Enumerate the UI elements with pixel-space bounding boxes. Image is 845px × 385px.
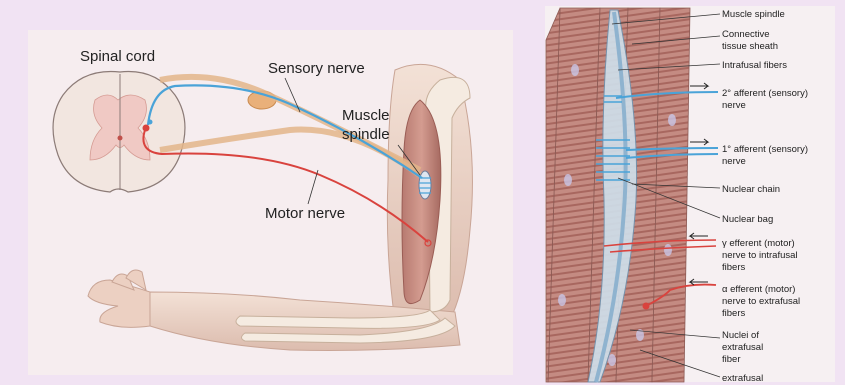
motor-neuron-body [143,125,150,132]
right-panel: Muscle spindle Connective tissue sheath … [545,6,835,384]
label-connective-2: tissue sheath [722,41,778,52]
label-secondary-2: nerve [722,100,746,111]
label-primary-1: 1° afferent (sensory) [722,144,808,155]
alpha-endplate [643,303,650,310]
label-nuclei-3: fiber [722,354,740,365]
nucleus [564,174,572,186]
central-canal [118,136,123,141]
nucleus [571,64,579,76]
label-alpha-2: nerve to extrafusal [722,296,800,307]
label-gamma-2: nerve to intrafusal [722,250,798,261]
label-muscle-spindle: Muscle spindle [722,9,785,20]
nucleus [664,244,672,256]
label-intrafusal: Intrafusal fibers [722,60,787,71]
motor-nerve-label: Motor nerve [265,205,345,222]
sensory-nerve-label: Sensory nerve [268,60,365,77]
label-primary-2: nerve [722,156,746,167]
muscle-spindle-label-2: spindle [342,126,390,143]
label-gamma-1: γ efferent (motor) [722,238,795,249]
sensory-synapse [148,120,153,125]
label-gamma-3: fibers [722,262,745,273]
label-extrafusal: extrafusal [722,373,763,384]
muscle-spindle-in-arm [419,171,431,199]
left-panel: Spinal cord Sensory nerve Muscle spindle… [28,30,513,375]
label-alpha-1: α efferent (motor) [722,284,795,295]
label-nuclear-bag: Nuclear bag [722,214,773,225]
label-secondary-1: 2° afferent (sensory) [722,88,808,99]
label-nuclear-chain: Nuclear chain [722,184,780,195]
label-nuclei-1: Nuclei of [722,330,759,341]
label-nuclei-2: extrafusal [722,342,763,353]
muscle-spindle-label-1: Muscle [342,107,390,124]
label-alpha-3: fibers [722,308,745,319]
label-connective-1: Connective [722,29,770,40]
spinal-cord-label: Spinal cord [80,48,155,65]
nucleus [668,114,676,126]
nucleus [558,294,566,306]
